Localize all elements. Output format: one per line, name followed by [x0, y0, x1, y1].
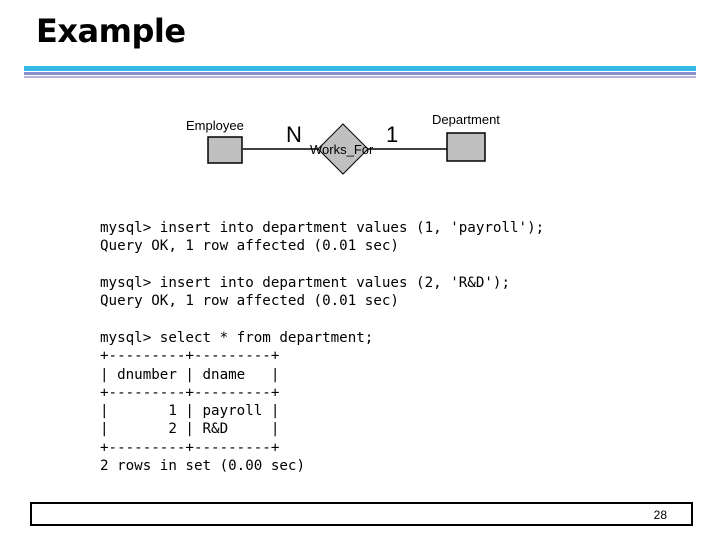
department-entity-label: Department [432, 112, 500, 127]
slide-title: Example [36, 12, 186, 50]
cardinality-n: N [286, 122, 302, 147]
works-for-relationship-diamond [317, 123, 369, 175]
relationship-label: Works_For [310, 142, 374, 157]
terminal-block-select: mysql> select * from department; +------… [100, 330, 374, 475]
employee-entity-box [207, 136, 243, 164]
footer-bar: 28 [30, 502, 693, 526]
title-rule-top [24, 66, 696, 71]
page-number: 28 [653, 508, 667, 522]
er-diagram [207, 123, 486, 175]
employee-entity-label: Employee [186, 118, 244, 133]
title-rule-middle [24, 72, 696, 75]
terminal-block-insert-1: mysql> insert into department values (1,… [100, 220, 545, 255]
title-rule-bottom [24, 76, 696, 78]
cardinality-1: 1 [386, 122, 399, 147]
terminal-block-insert-2: mysql> insert into department values (2,… [100, 275, 510, 310]
department-entity-box [446, 132, 486, 162]
